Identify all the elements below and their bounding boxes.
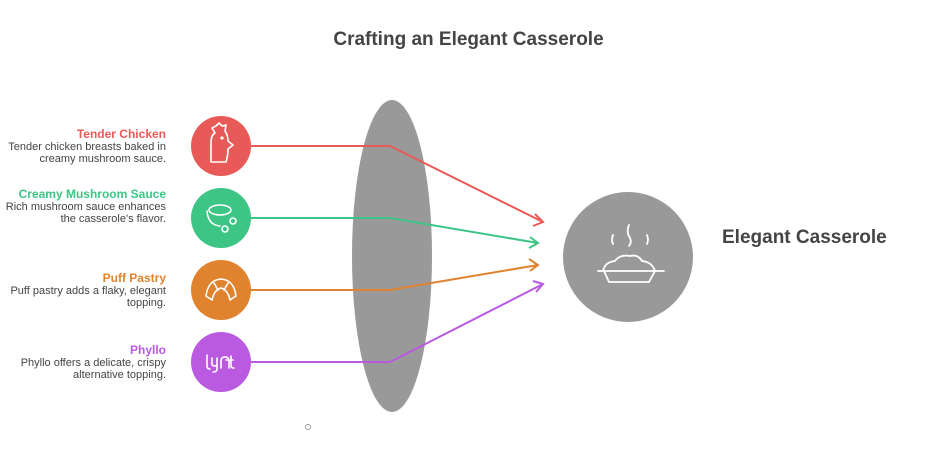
sauce-circle: [191, 188, 251, 248]
lens-shape: [352, 100, 432, 412]
item-description: Rich mushroom sauce enhances the cassero…: [5, 200, 166, 226]
arrow-head: [528, 258, 540, 272]
output-label: Elegant Casserole: [722, 227, 887, 248]
chicken-circle: [191, 116, 251, 176]
dot-marker: [305, 424, 311, 430]
item-phyllo: Phyllo Phyllo offers a delicate, crispy …: [0, 344, 166, 382]
connector-chicken: [251, 145, 544, 223]
diagram-title: Crafting an Elegant Casserole: [333, 29, 604, 50]
puff-circle: [191, 260, 251, 320]
mushroom-sauce-icon: [206, 204, 237, 233]
connector-puff: [251, 264, 539, 291]
connector-sauce: [251, 217, 539, 244]
chicken-icon: [210, 122, 234, 163]
connector-phyllo: [251, 283, 544, 363]
arrow-head: [528, 236, 540, 249]
casserole-icon: [597, 224, 665, 283]
item-label: Tender Chicken: [76, 127, 166, 141]
item-label: Puff Pastry: [102, 271, 166, 285]
lyft-logo-icon: [206, 354, 235, 373]
arrow-head: [532, 213, 545, 227]
output-circle: [563, 192, 693, 322]
arrow-head: [532, 280, 545, 293]
item-label: Creamy Mushroom Sauce: [18, 187, 166, 201]
item-label: Phyllo: [129, 343, 166, 357]
item-description: Phyllo offers a delicate, crispy alterna…: [20, 356, 166, 382]
croissant-icon: [205, 278, 237, 301]
item-creamy-mushroom-sauce: Creamy Mushroom Sauce Rich mushroom sauc…: [0, 188, 166, 226]
item-tender-chicken: Tender Chicken Tender chicken breasts ba…: [0, 128, 166, 166]
item-puff-pastry: Puff Pastry Puff pastry adds a flaky, el…: [0, 272, 166, 310]
item-description: Puff pastry adds a flaky, elegant toppin…: [10, 284, 166, 310]
item-description: Tender chicken breasts baked in creamy m…: [8, 140, 166, 166]
